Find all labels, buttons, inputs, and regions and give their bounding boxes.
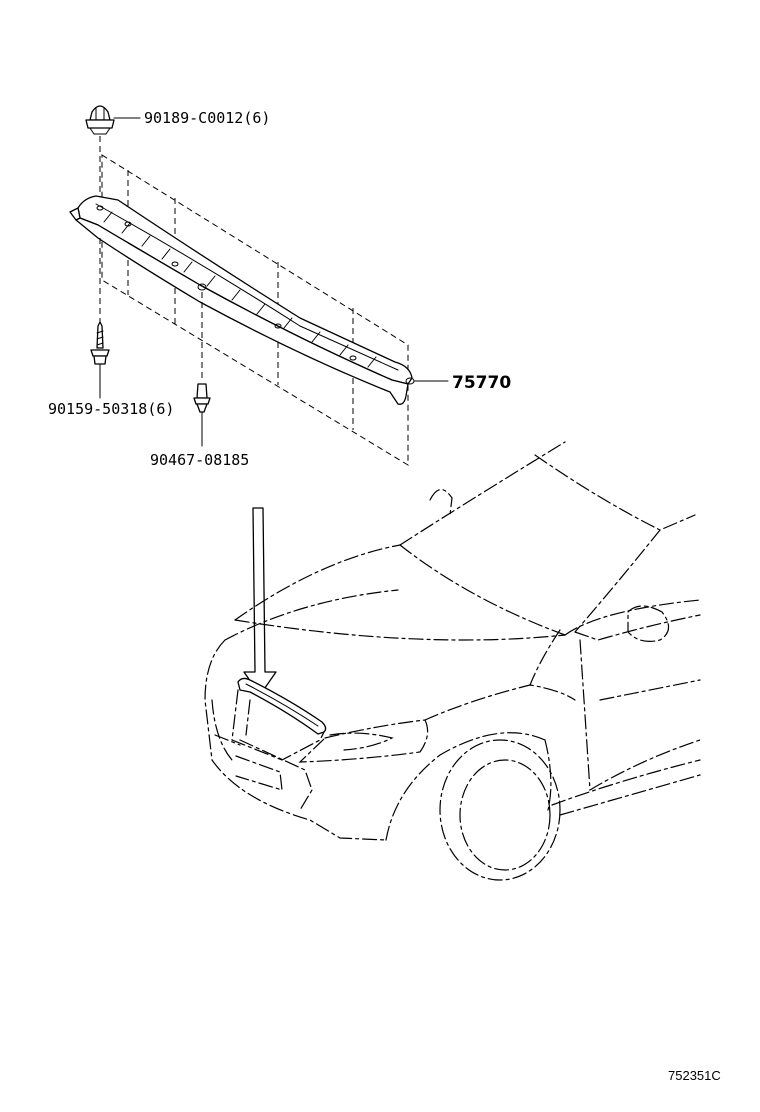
illustration-id: 752351C (668, 1068, 721, 1083)
vehicle-outline (204, 441, 701, 881)
label-90189-C0012: 90189-C0012(6) (144, 109, 270, 127)
label-75770: 75770 (452, 373, 511, 393)
seal-75770[interactable] (69, 195, 449, 405)
label-90159-50318: 90159-50318(6) (48, 400, 174, 418)
clip-small[interactable] (193, 383, 211, 447)
label-90467-08185: 90467-08185 (150, 451, 249, 469)
location-arrow (243, 507, 277, 696)
seal-installed[interactable] (237, 677, 327, 735)
clip-top[interactable] (85, 105, 141, 135)
screw[interactable] (90, 321, 110, 399)
